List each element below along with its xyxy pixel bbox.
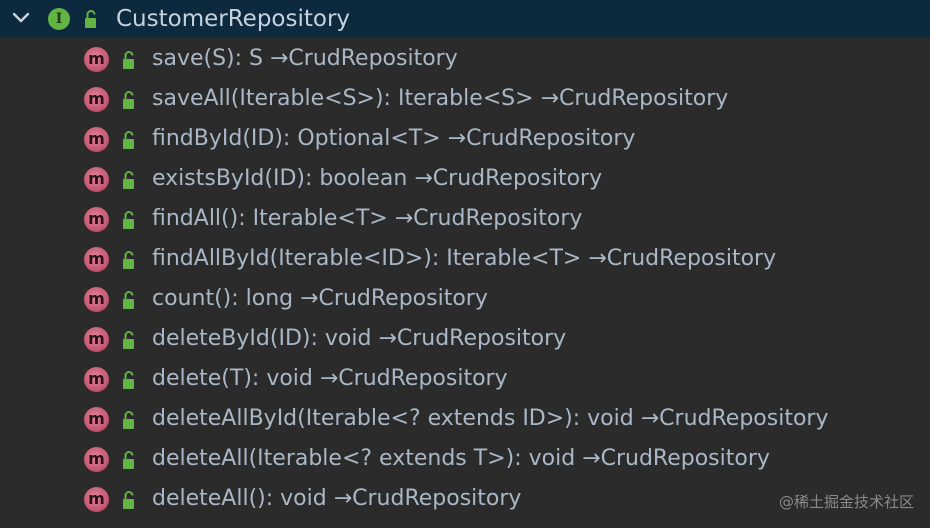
unlock-icon [123, 131, 134, 149]
method-signature: count(): long [152, 286, 294, 311]
method-row-3[interactable]: m existsById(ID): boolean →CrudRepositor… [0, 160, 930, 200]
method-signature: save(S): S [152, 46, 263, 71]
method-label: deleteAll(Iterable<? extends T>): void →… [152, 444, 770, 474]
method-row-6[interactable]: m count(): long →CrudRepository [0, 280, 930, 320]
method-origin: →CrudRepository [300, 286, 488, 311]
method-origin: →CrudRepository [640, 406, 829, 431]
method-row-8[interactable]: m delete(T): void →CrudRepository [0, 360, 930, 400]
method-icon: m [84, 367, 109, 392]
method-icon: m [84, 47, 109, 72]
unlock-icon [123, 91, 134, 109]
method-row-7[interactable]: m deleteById(ID): void →CrudRepository [0, 320, 930, 360]
method-signature: findAllById(Iterable<ID>): Iterable<T> [152, 246, 582, 271]
method-icon: m [84, 287, 109, 312]
class-name: CustomerRepository [116, 6, 351, 32]
method-origin: →CrudRepository [447, 126, 636, 151]
method-icon: m [84, 327, 109, 352]
method-signature: deleteAll(Iterable<? extends T>): void [152, 446, 576, 471]
chevron-down-icon[interactable] [10, 7, 32, 29]
method-origin: →CrudRepository [319, 366, 508, 391]
method-signature: deleteById(ID): void [152, 326, 372, 351]
method-label: deleteAll(): void →CrudRepository [152, 484, 521, 514]
unlock-icon [123, 211, 134, 229]
method-icon: m [84, 207, 109, 232]
method-label: delete(T): void →CrudRepository [152, 364, 508, 394]
method-row-4[interactable]: m findAll(): Iterable<T> →CrudRepository [0, 200, 930, 240]
method-signature: saveAll(Iterable<S>): Iterable<S> [152, 86, 534, 111]
method-label: saveAll(Iterable<S>): Iterable<S> →CrudR… [152, 84, 728, 114]
method-row-10[interactable]: m deleteAll(Iterable<? extends T>): void… [0, 440, 930, 480]
unlock-icon [123, 51, 134, 69]
method-signature: delete(T): void [152, 366, 313, 391]
method-signature: existsById(ID): boolean [152, 166, 408, 191]
unlock-icon [123, 411, 134, 429]
method-signature: findAll(): Iterable<T> [152, 206, 388, 231]
unlock-icon [123, 251, 134, 269]
unlock-icon [123, 291, 134, 309]
method-row-2[interactable]: m findById(ID): Optional<T> →CrudReposit… [0, 120, 930, 160]
method-origin: →CrudRepository [333, 486, 522, 511]
method-origin: →CrudRepository [414, 166, 603, 191]
method-label: findAllById(Iterable<ID>): Iterable<T> →… [152, 244, 776, 274]
method-icon: m [84, 247, 109, 272]
unlock-icon [123, 491, 134, 509]
method-origin: →CrudRepository [588, 246, 777, 271]
unlock-icon [123, 171, 134, 189]
unlock-icon [123, 451, 134, 469]
method-row-5[interactable]: m findAllById(Iterable<ID>): Iterable<T>… [0, 240, 930, 280]
method-origin: →CrudRepository [540, 86, 729, 111]
method-icon: m [84, 127, 109, 152]
method-label: deleteById(ID): void →CrudRepository [152, 324, 566, 354]
method-row-0[interactable]: m save(S): S →CrudRepository [0, 40, 930, 80]
method-origin: →CrudRepository [394, 206, 583, 231]
method-icon: m [84, 487, 109, 512]
method-icon: m [84, 87, 109, 112]
unlock-icon [123, 371, 134, 389]
method-icon: m [84, 167, 109, 192]
method-origin: →CrudRepository [378, 326, 567, 351]
watermark: @稀土掘金技术社区 [778, 493, 914, 511]
method-label: findAll(): Iterable<T> →CrudRepository [152, 204, 582, 234]
method-signature: deleteAll(): void [152, 486, 327, 511]
method-label: deleteAllById(Iterable<? extends ID>): v… [152, 404, 828, 434]
method-origin: →CrudRepository [270, 46, 458, 71]
method-icon: m [84, 447, 109, 472]
method-label: existsById(ID): boolean →CrudRepository [152, 164, 602, 194]
method-label: count(): long →CrudRepository [152, 284, 488, 314]
method-label: findById(ID): Optional<T> →CrudRepositor… [152, 124, 635, 154]
tree-node-customer-repository[interactable]: I CustomerRepository [0, 0, 930, 38]
method-signature: deleteAllById(Iterable<? extends ID>): v… [152, 406, 634, 431]
interface-icon: I [48, 8, 70, 30]
method-icon: m [84, 407, 109, 432]
method-signature: findById(ID): Optional<T> [152, 126, 441, 151]
method-row-1[interactable]: m saveAll(Iterable<S>): Iterable<S> →Cru… [0, 80, 930, 120]
method-list: m save(S): S →CrudRepository m saveAll(I… [0, 40, 930, 520]
method-row-9[interactable]: m deleteAllById(Iterable<? extends ID>):… [0, 400, 930, 440]
unlock-icon [123, 331, 134, 349]
unlock-icon [85, 10, 96, 28]
method-row-11[interactable]: m deleteAll(): void →CrudRepository [0, 480, 930, 520]
method-label: save(S): S →CrudRepository [152, 44, 458, 74]
method-origin: →CrudRepository [582, 446, 770, 471]
